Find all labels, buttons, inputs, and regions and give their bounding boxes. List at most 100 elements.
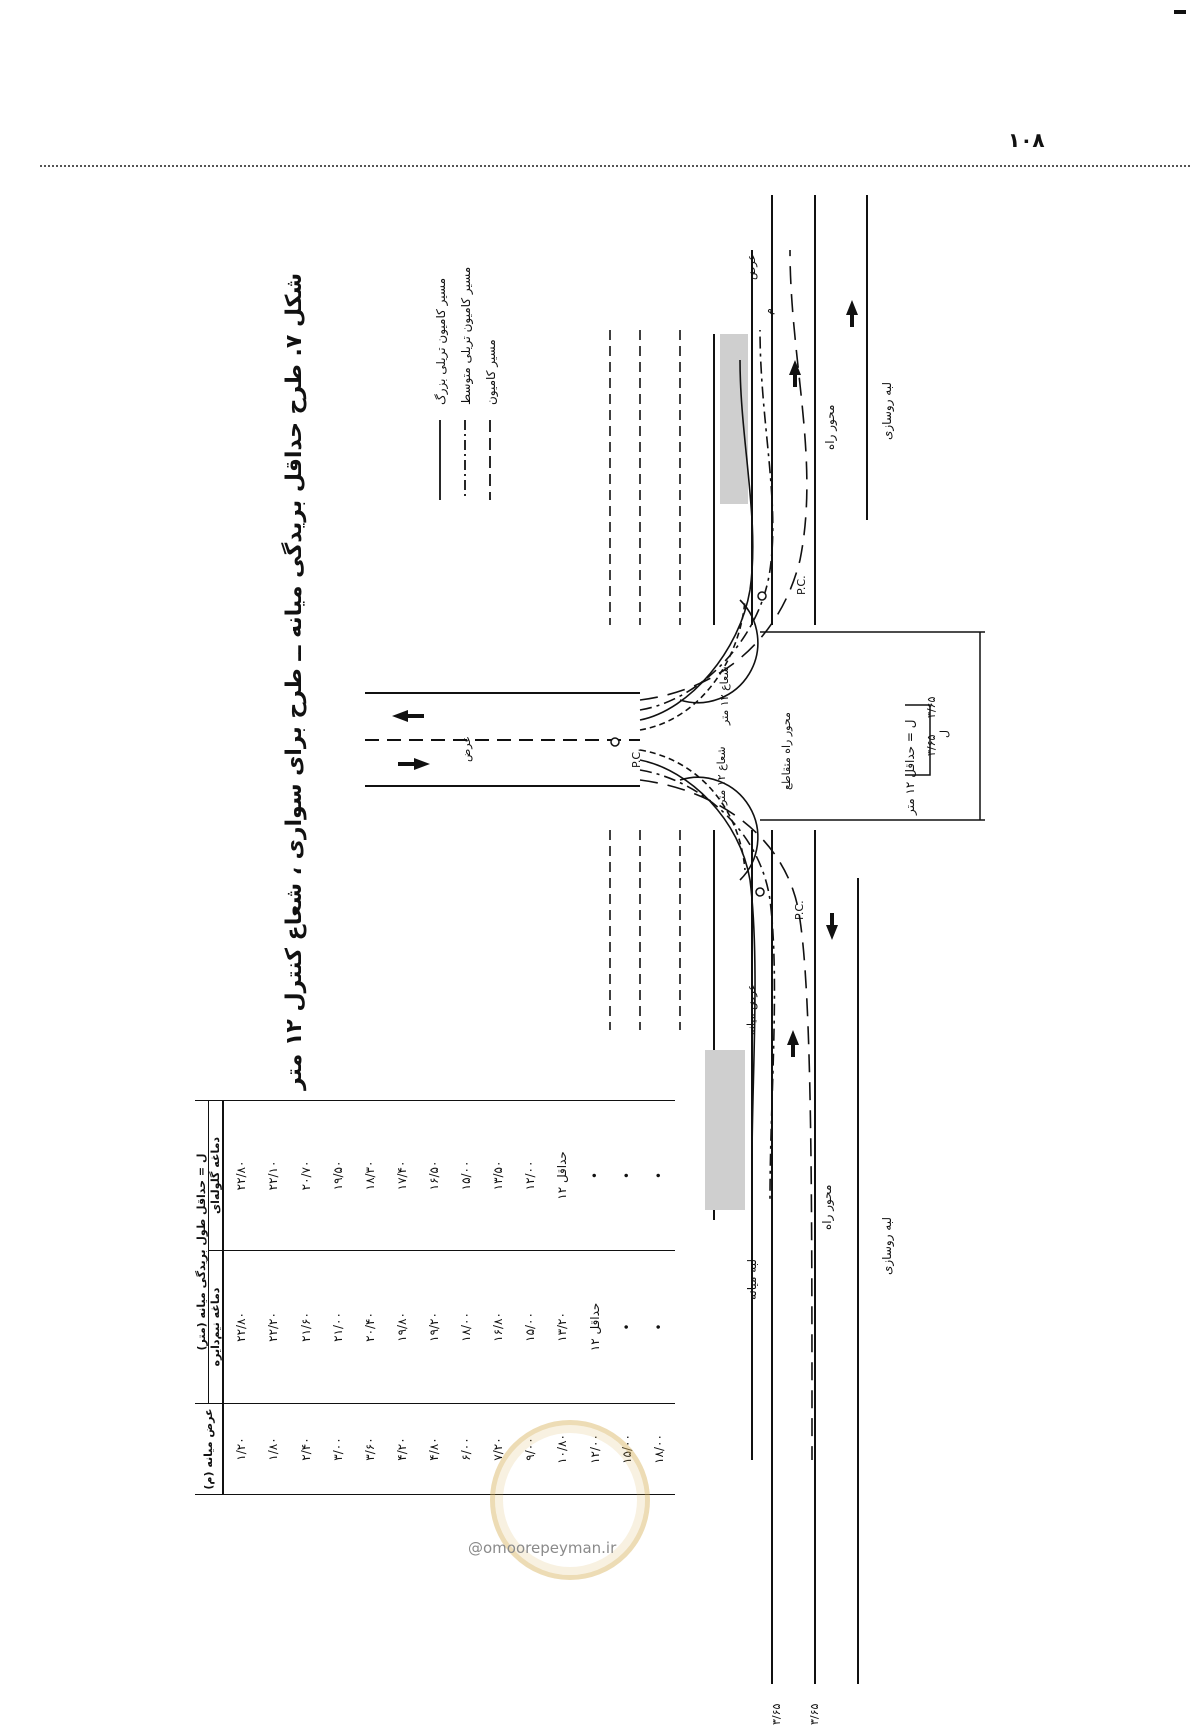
cell-semicircle: ۲۲/۸۰ <box>223 1250 258 1404</box>
swept-lines-lower <box>609 830 681 1030</box>
cell-width: ۶/۰۰ <box>450 1403 483 1495</box>
figure-caption: شکل ۷. طرح حداقل بریدگی میانه ــ طرح برا… <box>282 272 307 1090</box>
label-m: م <box>762 308 775 315</box>
watermark-text: @omoorepeyman.ir <box>468 1539 617 1557</box>
arrow-up-3 <box>787 1030 799 1045</box>
label-axis-top: محور راه <box>823 404 837 450</box>
cell-semicircle: ۱۳/۲۰ <box>546 1250 579 1404</box>
truck-path-2 <box>639 779 813 1461</box>
header-rule <box>40 165 1190 167</box>
table-header-semicircle: دماغه نیم‌دایره <box>208 1250 223 1404</box>
cell-semicircle: • <box>642 1250 675 1404</box>
control-radius-arc <box>679 599 759 704</box>
cell-bullet: حداقل ۱۲ <box>546 1100 579 1251</box>
pc-point-3 <box>755 887 765 897</box>
label-dim-right: ۳/۶۵ <box>770 1703 783 1725</box>
arrow-right <box>414 758 430 770</box>
cell-bullet: ۱۲/۰۰ <box>514 1100 547 1251</box>
cell-width: ۴/۸۰ <box>417 1403 451 1495</box>
cell-bullet: • <box>642 1100 675 1251</box>
cell-semicircle: ۱۸/۰۰ <box>450 1250 483 1404</box>
label-pc-3: P.C. <box>793 900 806 920</box>
cell-bullet: ۲۲/۱۰ <box>257 1100 290 1251</box>
cell-bullet: ۱۷/۴۰ <box>385 1100 418 1251</box>
label-lane-width-cross: عرض <box>460 736 473 762</box>
label-radius-upper: شعاع ۱۲ متر <box>718 666 731 725</box>
label-radius-lower: شعاع ۱۲ متر <box>715 746 728 805</box>
label-edge-top: لبه روسازی <box>880 381 894 440</box>
cell-bullet: • <box>578 1100 611 1251</box>
cell-semicircle: حداقل ۱۲ <box>578 1250 611 1404</box>
label-min-distance: ل = حداقل ۱۲ متر <box>903 719 917 815</box>
cell-width: ۴/۲۰ <box>385 1403 418 1495</box>
label-dim-left: ۳/۶۵ <box>808 1703 821 1725</box>
cell-semicircle: ۲۲/۲۰ <box>257 1250 290 1404</box>
cell-semicircle: ۲۱/۶۰ <box>289 1250 322 1404</box>
cell-width: ۳/۶۰ <box>353 1403 386 1495</box>
cell-width: ۱/۲۰ <box>223 1403 258 1495</box>
table-row: ۱۸/۰۰•• <box>642 1100 675 1495</box>
label-cross-axis: محور راه متقاطع <box>780 712 793 790</box>
arrow-up-2 <box>789 360 801 375</box>
passenger-path-1 <box>639 599 746 731</box>
page-number: ۱۰۸ <box>1008 128 1045 152</box>
large-semitrailer-path-1 <box>639 359 754 721</box>
legend-label-semitrailer: مسیر کامیون تریلی متوسط <box>459 266 473 405</box>
median-nose-lower-shading <box>705 1050 745 1210</box>
cell-bullet: ۱۳/۵۰ <box>482 1100 515 1251</box>
table-header-width: عرض میانه (م) <box>195 1403 223 1495</box>
arrow-up-1 <box>846 300 858 315</box>
cell-semicircle: • <box>610 1250 643 1404</box>
label-edge-bottom: لبه روسازی <box>880 1216 894 1275</box>
passenger-path-2 <box>639 749 746 871</box>
cell-bullet: ۲۲/۸۰ <box>223 1100 258 1251</box>
control-radius-arc-2 <box>679 776 759 881</box>
label-length: ل <box>938 730 951 738</box>
cell-semicircle: ۱۶/۸۰ <box>482 1250 515 1404</box>
semitrailer-path-1 <box>639 329 774 711</box>
cell-bullet: ۱۵/۰۰ <box>450 1100 483 1251</box>
dimension-frame <box>760 631 985 821</box>
legend-label-large-semitrailer: مسیر کامیون تریلی بزرگ <box>434 277 448 405</box>
pc-point-2 <box>610 737 620 747</box>
corner-mark <box>1174 10 1186 14</box>
cell-semicircle: ۱۵/۰۰ <box>514 1250 547 1404</box>
cell-width: ۱/۸۰ <box>257 1403 290 1495</box>
cell-width: ۳/۰۰ <box>321 1403 354 1495</box>
cell-bullet: ۱۹/۵۰ <box>321 1100 354 1251</box>
dimension-inner <box>905 704 931 776</box>
label-median-edge: لبه میانه <box>745 1258 759 1300</box>
pc-point-1 <box>757 591 767 601</box>
cell-width: ۲/۴۰ <box>289 1403 322 1495</box>
stamp-logo <box>490 1420 650 1580</box>
cell-semicircle: ۲۱/۰۰ <box>321 1250 354 1404</box>
table-header-bullet: دماغه گلوله‌ای <box>208 1100 223 1251</box>
truck-path-1 <box>639 249 808 701</box>
cell-bullet: • <box>610 1100 643 1251</box>
label-lane-width-top: عرض <box>745 254 758 280</box>
arrow-left <box>392 710 408 722</box>
large-semitrailer-path-2 <box>639 759 756 1161</box>
arrow-down-1 <box>826 925 838 940</box>
legend-label-truck: مسیر کامیون <box>484 339 498 405</box>
document-page: ۱۰۸ <box>40 10 1190 1725</box>
label-lane-right: ۳/۶۵ <box>925 696 938 718</box>
cell-bullet: ۱۸/۳۰ <box>353 1100 386 1251</box>
semitrailer-path-2 <box>639 769 776 1201</box>
label-lane-left: ۳/۶۵ <box>925 734 938 756</box>
cell-semicircle: ۲۰/۴۰ <box>353 1250 386 1404</box>
label-median-width: عرض میانه <box>745 984 758 1035</box>
label-axis-bottom: محور راه <box>820 1184 834 1230</box>
label-pc-2: P.C. <box>630 748 643 768</box>
cell-bullet: ۱۶/۵۰ <box>417 1100 451 1251</box>
swept-lines-upper <box>609 330 681 625</box>
